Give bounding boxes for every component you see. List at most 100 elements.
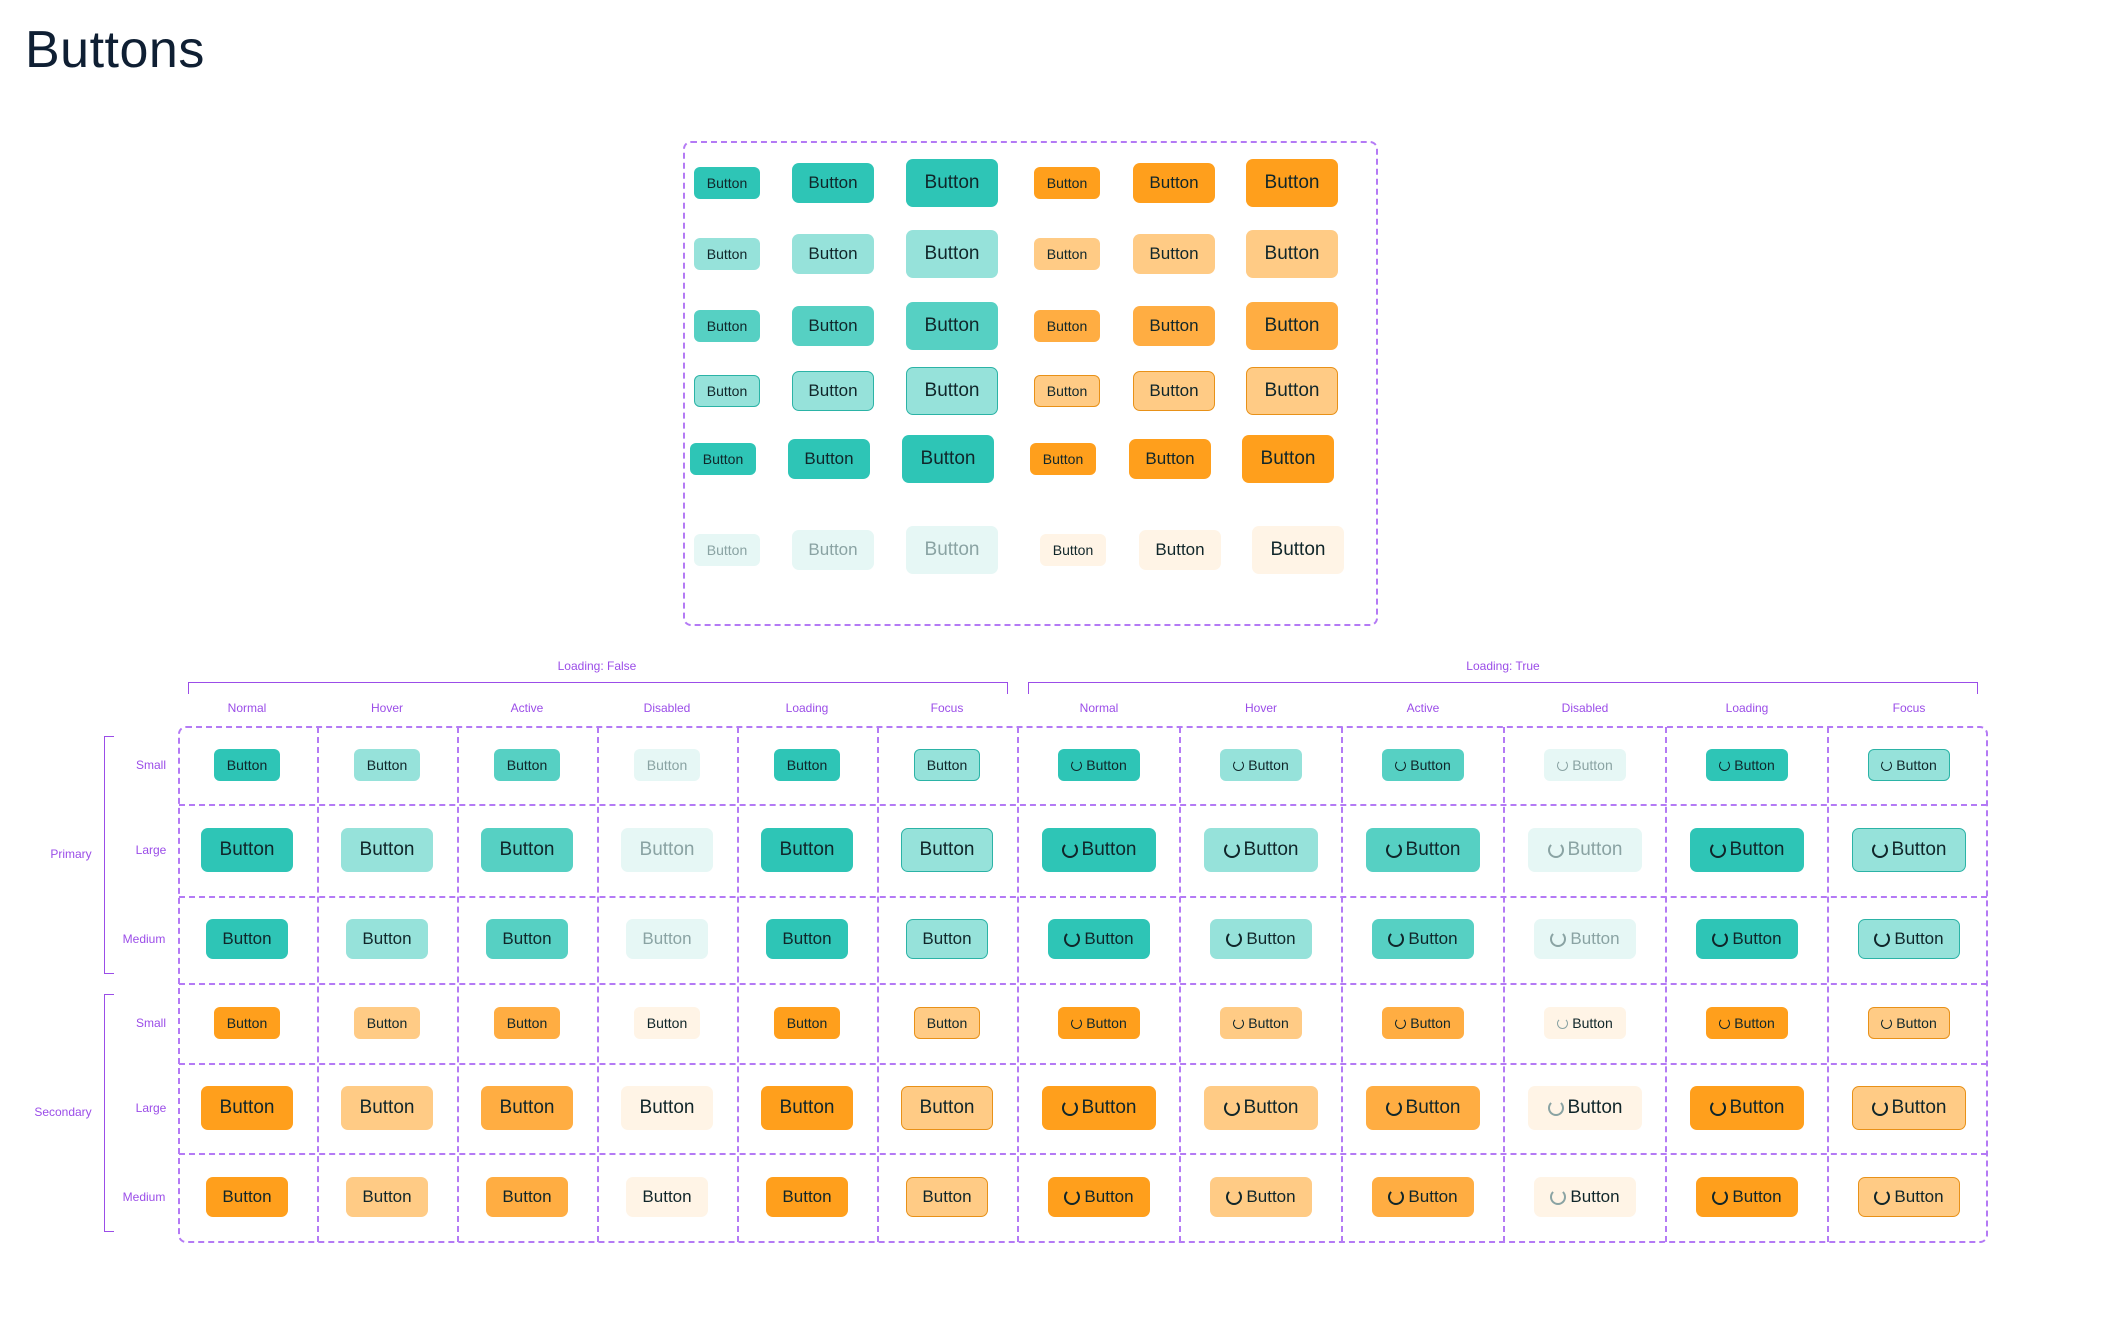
primary-active-loading-button[interactable]: Button — [1382, 749, 1464, 781]
primary-loading-button[interactable]: Button — [902, 435, 994, 483]
secondary-active-button[interactable]: Button — [1133, 306, 1215, 346]
secondary-focus-button[interactable]: Button — [1246, 367, 1338, 415]
primary-loading-button[interactable]: Button — [766, 919, 848, 959]
secondary-normal-loading-button[interactable]: Button — [1048, 1177, 1150, 1217]
secondary-active-button[interactable]: Button — [1246, 302, 1338, 350]
variant-label: Secondary — [34, 1105, 92, 1119]
primary-normal-button[interactable]: Button — [214, 749, 280, 781]
secondary-normal-button[interactable]: Button — [201, 1086, 293, 1130]
secondary-hover-button[interactable]: Button — [346, 1177, 428, 1217]
secondary-focus-button[interactable]: Button — [901, 1086, 993, 1130]
primary-loading-button[interactable]: Button — [788, 439, 870, 479]
secondary-loading-loading-button[interactable]: Button — [1706, 1007, 1788, 1039]
secondary-active-loading-button[interactable]: Button — [1372, 1177, 1474, 1217]
secondary-hover-button[interactable]: Button — [341, 1086, 433, 1130]
primary-focus-button[interactable]: Button — [792, 371, 874, 411]
secondary-active-loading-button[interactable]: Button — [1366, 1086, 1480, 1130]
primary-loading-loading-button[interactable]: Button — [1706, 749, 1788, 781]
primary-normal-loading-button[interactable]: Button — [1042, 828, 1156, 872]
secondary-loading-loading-button[interactable]: Button — [1696, 1177, 1798, 1217]
secondary-normal-loading-button[interactable]: Button — [1042, 1086, 1156, 1130]
primary-hover-button[interactable]: Button — [792, 234, 874, 274]
secondary-active-button[interactable]: Button — [1034, 310, 1100, 342]
secondary-active-button[interactable]: Button — [486, 1177, 568, 1217]
secondary-focus-button[interactable]: Button — [1133, 371, 1215, 411]
secondary-hover-button[interactable]: Button — [1133, 234, 1215, 274]
secondary-active-loading-button[interactable]: Button — [1382, 1007, 1464, 1039]
primary-hover-button[interactable]: Button — [694, 238, 760, 270]
button-label: Button — [1572, 757, 1613, 773]
secondary-focus-button[interactable]: Button — [1034, 375, 1100, 407]
secondary-hover-button[interactable]: Button — [354, 1007, 420, 1039]
primary-normal-button[interactable]: Button — [201, 828, 293, 872]
secondary-hover-button[interactable]: Button — [1246, 230, 1338, 278]
spinner-icon — [1223, 1100, 1240, 1116]
secondary-loading-button[interactable]: Button — [766, 1177, 848, 1217]
primary-loading-button[interactable]: Button — [774, 749, 840, 781]
primary-hover-button[interactable]: Button — [354, 749, 420, 781]
primary-active-button[interactable]: Button — [486, 919, 568, 959]
secondary-loading-button[interactable]: Button — [774, 1007, 840, 1039]
primary-focus-loading-button[interactable]: Button — [1852, 828, 1966, 872]
primary-normal-loading-button[interactable]: Button — [1048, 919, 1150, 959]
secondary-focus-loading-button[interactable]: Button — [1858, 1177, 1960, 1217]
secondary-normal-button[interactable]: Button — [1034, 167, 1100, 199]
secondary-hover-loading-button[interactable]: Button — [1210, 1177, 1312, 1217]
secondary-loading-button[interactable]: Button — [1030, 443, 1096, 475]
button-label: Button — [1052, 542, 1094, 558]
primary-hover-loading-button[interactable]: Button — [1204, 828, 1318, 872]
spinner-icon — [1547, 842, 1564, 858]
primary-focus-button[interactable]: Button — [906, 919, 988, 959]
secondary-active-button[interactable]: Button — [481, 1086, 573, 1130]
secondary-hover-loading-button[interactable]: Button — [1204, 1086, 1318, 1130]
primary-active-button[interactable]: Button — [906, 302, 998, 350]
secondary-normal-button[interactable]: Button — [214, 1007, 280, 1039]
primary-active-button[interactable]: Button — [481, 828, 573, 872]
primary-loading-button[interactable]: Button — [690, 443, 756, 475]
secondary-normal-button[interactable]: Button — [1246, 159, 1338, 207]
primary-active-button[interactable]: Button — [494, 749, 560, 781]
primary-normal-button[interactable]: Button — [792, 163, 874, 203]
secondary-focus-loading-button[interactable]: Button — [1852, 1086, 1966, 1130]
primary-active-loading-button[interactable]: Button — [1372, 919, 1474, 959]
primary-focus-button[interactable]: Button — [901, 828, 993, 872]
primary-hover-loading-button[interactable]: Button — [1210, 919, 1312, 959]
primary-normal-button[interactable]: Button — [906, 159, 998, 207]
primary-loading-button[interactable]: Button — [761, 828, 853, 872]
button-label: Button — [1570, 1187, 1620, 1206]
primary-hover-button[interactable]: Button — [906, 230, 998, 278]
secondary-focus-button[interactable]: Button — [914, 1007, 980, 1039]
spinner-icon — [1385, 842, 1402, 858]
secondary-loading-button[interactable]: Button — [761, 1086, 853, 1130]
primary-loading-loading-button[interactable]: Button — [1690, 828, 1804, 872]
button-label: Button — [502, 1187, 552, 1206]
secondary-loading-button[interactable]: Button — [1242, 435, 1334, 483]
primary-hover-button[interactable]: Button — [341, 828, 433, 872]
secondary-loading-button[interactable]: Button — [1129, 439, 1211, 479]
primary-focus-loading-button[interactable]: Button — [1858, 919, 1960, 959]
secondary-focus-button[interactable]: Button — [906, 1177, 988, 1217]
button-label: Button — [642, 1187, 692, 1206]
secondary-normal-button[interactable]: Button — [206, 1177, 288, 1217]
secondary-normal-button[interactable]: Button — [1133, 163, 1215, 203]
primary-focus-button[interactable]: Button — [694, 375, 760, 407]
secondary-hover-loading-button[interactable]: Button — [1220, 1007, 1302, 1039]
primary-active-button[interactable]: Button — [694, 310, 760, 342]
button-label: Button — [359, 839, 415, 860]
secondary-normal-loading-button[interactable]: Button — [1058, 1007, 1140, 1039]
secondary-focus-loading-button[interactable]: Button — [1868, 1007, 1950, 1039]
primary-focus-loading-button[interactable]: Button — [1868, 749, 1950, 781]
primary-hover-button[interactable]: Button — [346, 919, 428, 959]
primary-loading-loading-button[interactable]: Button — [1696, 919, 1798, 959]
secondary-hover-button[interactable]: Button — [1034, 238, 1100, 270]
primary-normal-button[interactable]: Button — [694, 167, 760, 199]
primary-active-button[interactable]: Button — [792, 306, 874, 346]
primary-active-loading-button[interactable]: Button — [1366, 828, 1480, 872]
primary-hover-loading-button[interactable]: Button — [1220, 749, 1302, 781]
secondary-active-button[interactable]: Button — [494, 1007, 560, 1039]
primary-normal-button[interactable]: Button — [206, 919, 288, 959]
primary-focus-button[interactable]: Button — [914, 749, 980, 781]
secondary-loading-loading-button[interactable]: Button — [1690, 1086, 1804, 1130]
primary-normal-loading-button[interactable]: Button — [1058, 749, 1140, 781]
primary-focus-button[interactable]: Button — [906, 367, 998, 415]
